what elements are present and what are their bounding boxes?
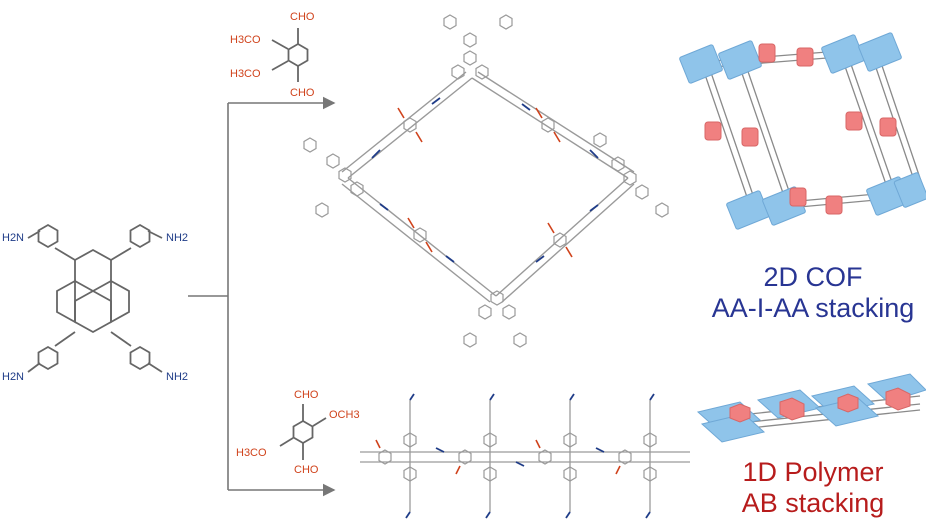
amine-group-label: H2N [2,232,24,244]
amine-group-label: NH2 [166,232,188,244]
amine-group-label: H2N [2,371,24,383]
cof-caption-line2: AA-I-AA stacking [711,293,915,323]
cof-linkers [371,97,599,263]
polymer-chain-structure [360,393,690,519]
methoxy-substituent-label: OCH3 [329,409,360,421]
aldehyde-substituent-label: CHO [290,87,315,99]
aldehyde-top-structure: CHO H3CO H3CO CHO [230,11,315,99]
cof-caption-line1: 2D COF [763,262,863,292]
cof-caption: 2D COF AA-I-AA stacking [700,262,926,324]
cof-node-right [593,132,669,218]
cof-node-bottom [463,290,527,348]
polymer-stacking-schematic [696,373,926,443]
methoxy-substituent-label: H3CO [230,34,261,46]
cof-node-left [303,137,364,218]
aldehyde-substituent-label: CHO [294,464,319,476]
aldehyde-substituent-label: CHO [294,389,319,401]
cof-node-top [443,14,513,80]
amine-group-label: NH2 [166,371,188,383]
methoxy-substituent-label: H3CO [230,68,261,80]
polymer-caption: 1D Polymer AB stacking [700,457,926,519]
polymer-caption-line1: 1D Polymer [742,457,884,487]
methoxy-substituent-label: H3CO [236,447,267,459]
cof-stacking-schematic [679,32,926,230]
polymer-caption-line2: AB stacking [741,488,885,518]
aldehyde-substituent-label: CHO [290,11,315,23]
cof-pore-structure [303,14,669,348]
amine-monomer-structure: H2N NH2 H2N NH2 [2,224,188,383]
aldehyde-bottom-structure: CHO OCH3 H3CO CHO [236,389,360,476]
reaction-arrows [188,96,336,497]
